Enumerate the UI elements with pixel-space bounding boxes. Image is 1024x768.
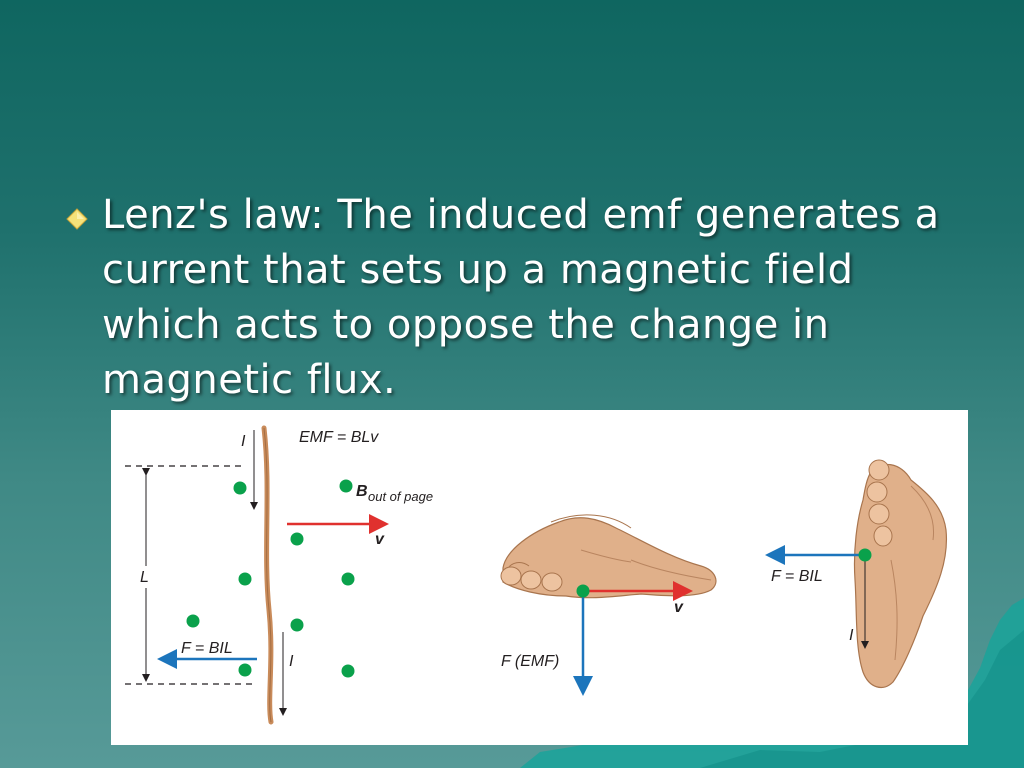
- velocity-label: v: [375, 531, 385, 548]
- current-label-bottom: I: [289, 653, 294, 670]
- emf-equation: EMF = BLv: [299, 429, 379, 446]
- lenz-law-figure: L I I EMF = BLv: [111, 410, 968, 745]
- field-dot: [339, 479, 353, 493]
- b-field-subscript: out of page: [368, 489, 433, 504]
- right-hand-rule-emf-panel: v F (EMF): [500, 514, 717, 696]
- vertical-hand-icon: [853, 459, 948, 689]
- diamond-bullet-icon: [66, 208, 88, 230]
- field-dot: [341, 572, 355, 586]
- field-dot-middle: [576, 584, 590, 598]
- length-label: L: [140, 569, 149, 586]
- flat-hand-icon: [500, 514, 717, 599]
- field-dot: [233, 481, 247, 495]
- field-dot: [341, 664, 355, 678]
- current-label-right: I: [849, 627, 854, 644]
- field-dot: [238, 572, 252, 586]
- field-dot: [290, 618, 304, 632]
- right-hand-rule-force-panel: I F = BIL: [765, 459, 948, 689]
- velocity-label-middle: v: [674, 599, 684, 616]
- figure-drawing: L I I EMF = BLv: [125, 425, 948, 725]
- rod-shading: [263, 427, 272, 723]
- bullet-item: Lenz's law: The induced emf generates a …: [62, 188, 962, 408]
- b-field-symbol: B: [356, 483, 368, 500]
- field-dot: [238, 663, 252, 677]
- length-label-bg: [137, 566, 155, 588]
- current-label-top: I: [241, 433, 246, 450]
- force-label-middle: F (EMF): [501, 653, 559, 670]
- force-label-right: F = BIL: [771, 568, 823, 585]
- bullet-text: Lenz's law: The induced emf generates a …: [102, 192, 940, 403]
- field-dot-right: [858, 548, 872, 562]
- field-dot: [186, 614, 200, 628]
- field-dot: [290, 532, 304, 546]
- force-label: F = BIL: [181, 640, 233, 657]
- moving-rod-panel: L I I EMF = BLv: [125, 425, 433, 725]
